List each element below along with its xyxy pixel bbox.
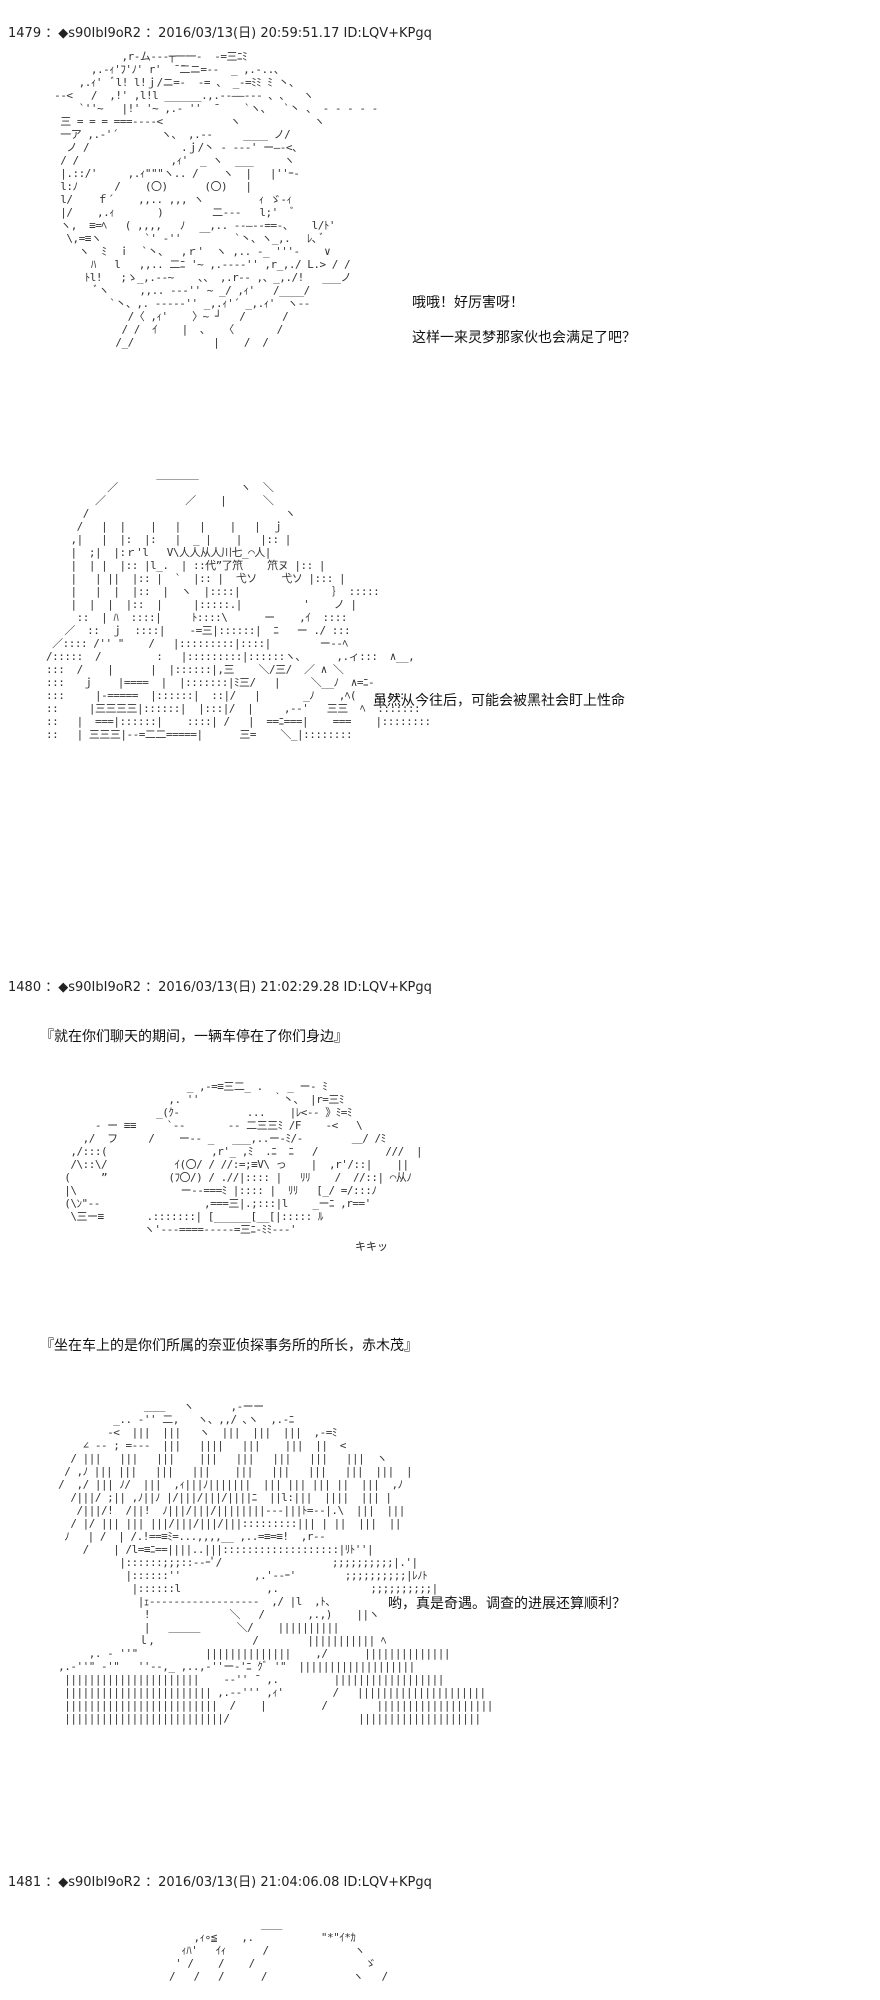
dialogue-line: 哟，真是奇遇。调查的进展还算顺利？: [388, 1596, 626, 1612]
dialogue-line: 虽然从今往后，可能会被黑社会盯上性命: [373, 693, 625, 709]
post-header-1480: 1480 ：◆s90IbI9oR2 ：2016/03/13(日) 21:02:2…: [8, 980, 432, 995]
narration-line: 『就在你们聊天的期间，一辆车停在了你们身边』: [40, 1029, 348, 1045]
post-header-1479: 1479 ：◆s90IbI9oR2 ：2016/03/13(日) 20:59:5…: [8, 26, 432, 41]
ascii-art-character-1: ,r-ム---┬一一- -=三ﾆﾐ ,.-ｨ'ﾌ'ﾉ' r' ̄ ̄二ニ=‐- …: [54, 50, 378, 349]
ascii-art-car: _ ,-=≡三二_ . _ ー‐ ﾐ ,. '' ｀丶、 |r=三ﾐ _(ｸ- …: [64, 1080, 423, 1236]
dialogue-line: 哦哦！好厉害呀！: [412, 295, 524, 311]
ascii-art-character-4: ＿＿ ,ｨ∘≦ ,. "*"ｲ*ｶ ｨﾊ' ｲｨ / ヽ ' / / / ゞ /…: [168, 1918, 388, 1983]
ascii-art-character-3: ＿＿ ヽ ,-ーー _.. ‐'' 二, ヽ、,,/ ､ヽ ,.-ﾆ -< ||…: [58, 1400, 493, 1725]
dialogue-line: 这样一来灵梦那家伙也会满足了吧？: [412, 330, 636, 346]
narration-line: 『坐在车上的是你们所属的奈亚侦探事务所的所长，赤木茂』: [40, 1338, 418, 1354]
sound-effect: キキッ: [355, 1240, 388, 1253]
post-header-1481: 1481 ：◆s90IbI9oR2 ：2016/03/13(日) 21:04:0…: [8, 1875, 432, 1890]
ascii-art-character-2: ＿＿＿＿ ／ ヽ ＼ ／ ／ | ＼ / ヽ / | | | | | | | ｊ…: [46, 468, 431, 741]
